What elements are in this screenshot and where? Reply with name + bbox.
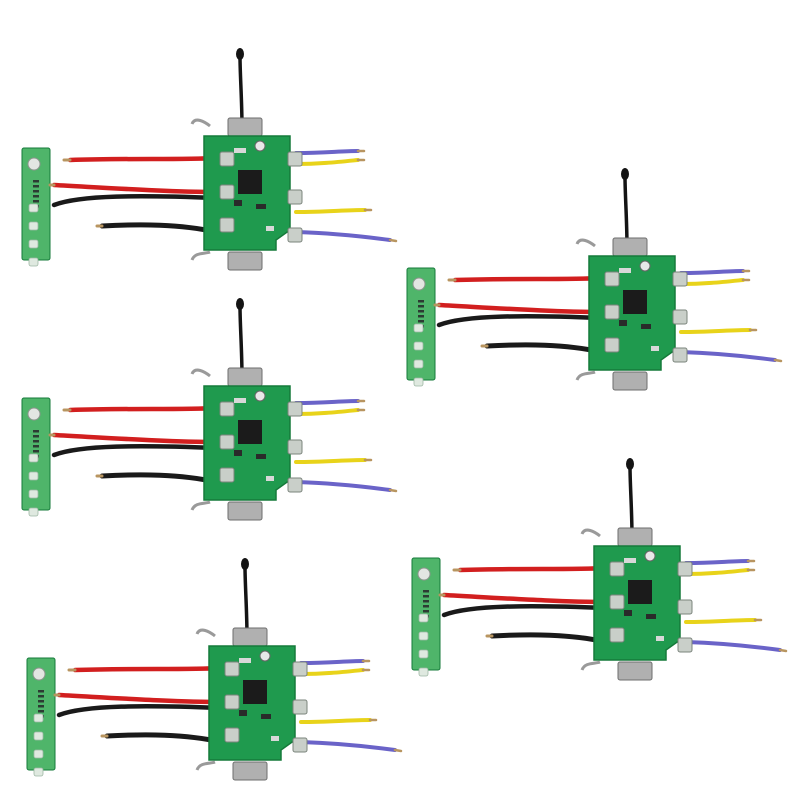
led-indicator-strip-icon xyxy=(21,397,51,517)
thermistor-probe-icon xyxy=(241,558,249,639)
bms-module-3 xyxy=(20,290,420,530)
thermistor-probe-icon xyxy=(621,168,629,249)
bms-module-2 xyxy=(405,160,800,400)
wire-bundle xyxy=(438,565,609,645)
wire-bundle-right xyxy=(684,559,788,653)
wire-bundle-right xyxy=(294,149,398,243)
terminal-clips xyxy=(190,367,263,521)
wire-bundle xyxy=(53,665,224,745)
wire-bundle-right xyxy=(299,659,403,753)
bms-module-4 xyxy=(410,450,800,690)
pcb-board-icon xyxy=(208,645,308,761)
pcb-board-icon xyxy=(588,255,688,371)
thermistor-probe-icon xyxy=(626,458,634,539)
terminal-clips xyxy=(195,627,268,781)
led-indicator-strip-icon xyxy=(406,267,436,387)
thermistor-probe-icon xyxy=(236,48,244,129)
led-indicator-strip-icon xyxy=(411,557,441,677)
pcb-board-icon xyxy=(203,135,303,251)
pcb-board-icon xyxy=(203,385,303,501)
led-indicator-strip-icon xyxy=(26,657,56,777)
terminal-clips xyxy=(190,117,263,271)
pcb-board-icon xyxy=(593,545,693,661)
wire-bundle xyxy=(48,405,219,485)
led-indicator-strip-icon xyxy=(21,147,51,267)
thermistor-probe-icon xyxy=(236,298,244,379)
terminal-clips xyxy=(575,237,648,391)
wire-bundle xyxy=(48,155,219,235)
terminal-clips xyxy=(580,527,653,681)
wire-bundle xyxy=(433,275,604,355)
bms-module-1 xyxy=(20,40,420,280)
bms-module-5 xyxy=(25,550,425,790)
wire-bundle-right xyxy=(679,269,783,363)
wire-bundle-right xyxy=(294,399,398,493)
